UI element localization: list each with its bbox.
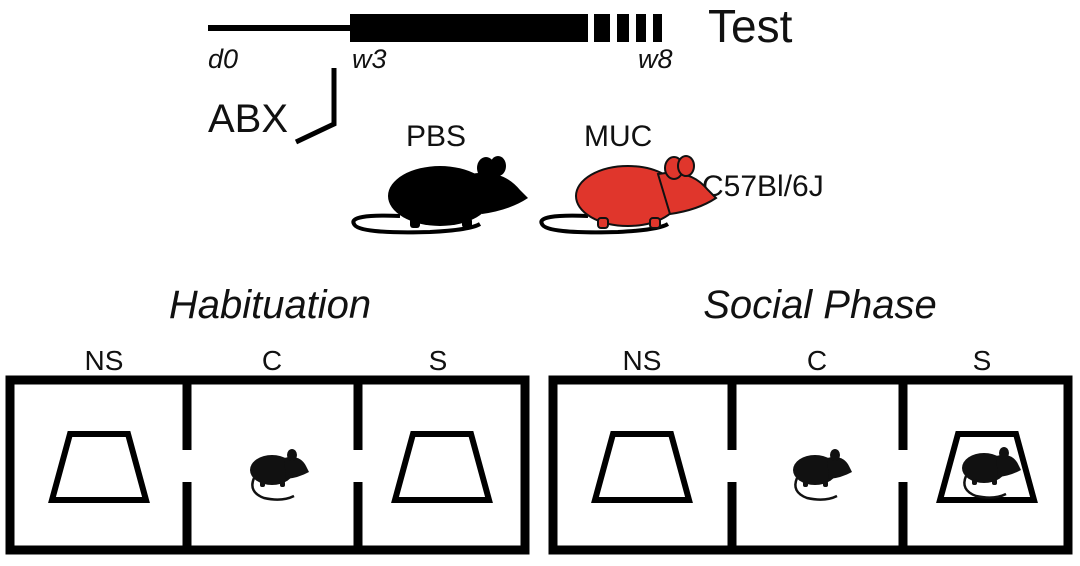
timeline: Test d0 w3 w8 — [208, 0, 793, 74]
abx-indicator: ABX — [208, 68, 337, 145]
timeline-dash — [594, 14, 610, 42]
cup-icon — [936, 431, 1038, 503]
strain-label: C57Bl/6J — [702, 170, 824, 203]
muc-mouse-icon — [539, 155, 717, 235]
timeline-treatment-bar — [350, 14, 588, 42]
treatment-groups: PBS MUC C57Bl/6J — [351, 120, 824, 235]
timeline-dash — [636, 14, 646, 42]
chamber-label-ns: NS — [85, 345, 124, 376]
social-phase-panel: Social Phase NS C S — [548, 283, 1073, 555]
timeline-dash — [653, 14, 662, 42]
arena-outline — [548, 375, 1073, 555]
chamber-label-s: S — [429, 345, 448, 376]
mouse-icon — [248, 447, 311, 501]
abx-label: ABX — [208, 97, 288, 141]
timeline-dash — [617, 14, 629, 42]
tick-w8: w8 — [638, 44, 673, 74]
mouse-icon — [791, 447, 854, 501]
phase-title: Social Phase — [703, 283, 936, 327]
muc-label: MUC — [584, 120, 652, 153]
cup-icon — [391, 431, 493, 503]
chamber-label-c: C — [807, 345, 827, 376]
pbs-mouse-icon — [351, 156, 528, 235]
stimulus-mouse-icon — [960, 445, 1023, 499]
tick-d0: d0 — [208, 44, 238, 74]
phase-title: Habituation — [169, 283, 371, 327]
arena-outline — [5, 375, 530, 555]
test-label: Test — [708, 0, 793, 52]
habituation-panel: Habituation NS C S — [5, 283, 530, 555]
chamber-label-ns: NS — [623, 345, 662, 376]
chamber-label-s: S — [973, 345, 992, 376]
pbs-label: PBS — [406, 120, 466, 153]
tick-w3: w3 — [352, 44, 387, 74]
cup-icon — [48, 431, 150, 503]
cup-icon — [591, 431, 693, 503]
abx-arrow — [294, 68, 337, 145]
chamber-label-c: C — [262, 345, 282, 376]
